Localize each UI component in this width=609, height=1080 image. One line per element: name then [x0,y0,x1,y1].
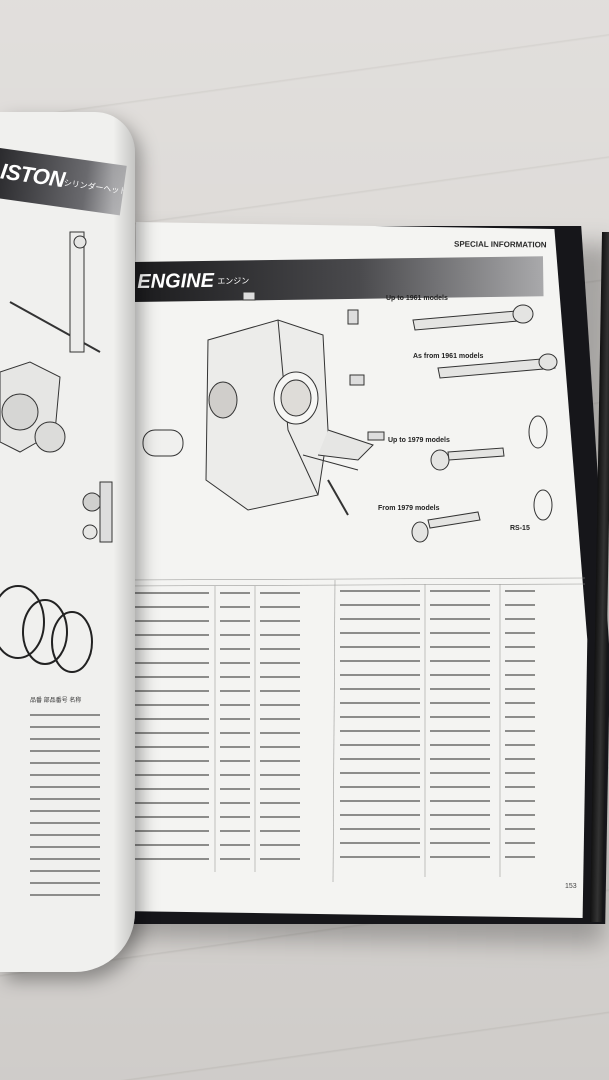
caption-rs15: RS-15 [510,525,530,532]
section-header: SPECIAL INFORMATION [453,239,547,250]
caption-from-1979: From 1979 models [378,505,440,512]
caption-up-to-1979: Up to 1979 models [388,437,450,444]
parts-table [125,577,585,883]
piston-rings-drawing [0,585,93,673]
left-page-gutter-shadow [113,112,135,972]
piston-title: ISTON [0,158,67,193]
cylinder-head-diagram [0,231,113,673]
left-table-header: 品番 部品番号 名称 [30,696,81,704]
left-page: ISTON シリンダーヘッド 品番 部品番号 名称 [0,112,135,972]
engine-exploded-diagram: Up to 1961 models As from 1961 models Up… [142,291,558,543]
engine-block-drawing [142,291,385,516]
caption-as-from-1961: As from 1961 models [413,353,484,360]
table-rows-left [129,592,300,860]
left-parts-table: 品番 部品番号 名称 [30,696,100,896]
table-rows-right [340,590,535,858]
camshaft-drawings [411,304,558,543]
page-number: 153 [565,883,577,890]
caption-up-to-1961: Up to 1961 models [386,295,448,302]
